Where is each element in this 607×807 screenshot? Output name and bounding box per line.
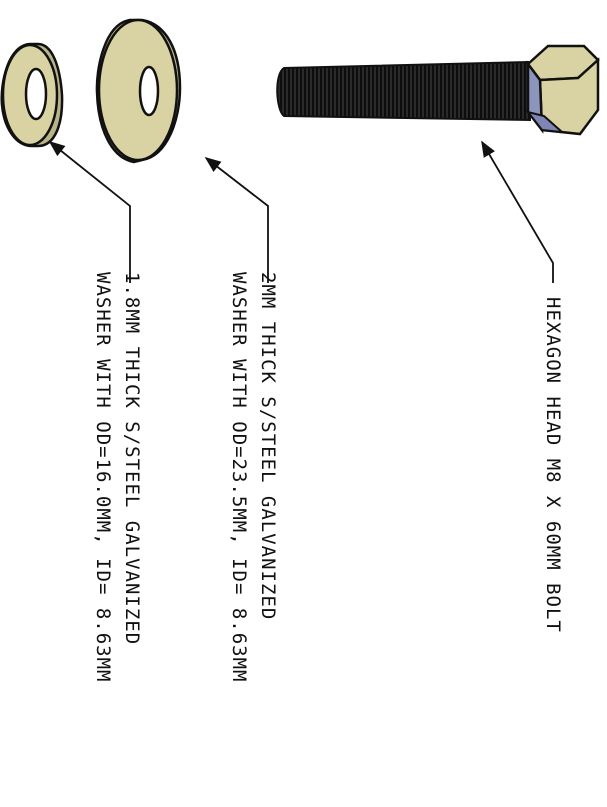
- large-washer-illustration: [95, 18, 182, 164]
- small-washer-leader-line: [48, 140, 131, 283]
- bolt-hex-bottom-face: [525, 110, 581, 135]
- large-washer-callout-line2: WASHER WITH OD=23.5MM, ID= 8.63MM: [228, 272, 250, 683]
- large-washer-leader-line: [204, 157, 269, 283]
- small-washer-hole: [24, 67, 48, 121]
- small-washer-illustration: [0, 42, 64, 148]
- small-washer-callout-line1: 1.8MM THICK S/STEEL GALVANIZED: [121, 272, 143, 645]
- bolt-thread: [276, 60, 532, 122]
- bolt-illustration: [276, 44, 600, 136]
- small-washer-callout-line2: WASHER WITH OD=16.0MM, ID= 8.63MM: [92, 272, 114, 683]
- bolt-callout-label: HEXAGON HEAD M8 X 60MM BOLT: [542, 297, 564, 633]
- bolt-leader-line: [481, 140, 554, 283]
- large-washer-face: [97, 18, 179, 162]
- large-washer-callout-line1: 2MM THICK S/STEEL GALVANIZED: [257, 272, 279, 620]
- large-washer-hole: [138, 65, 160, 117]
